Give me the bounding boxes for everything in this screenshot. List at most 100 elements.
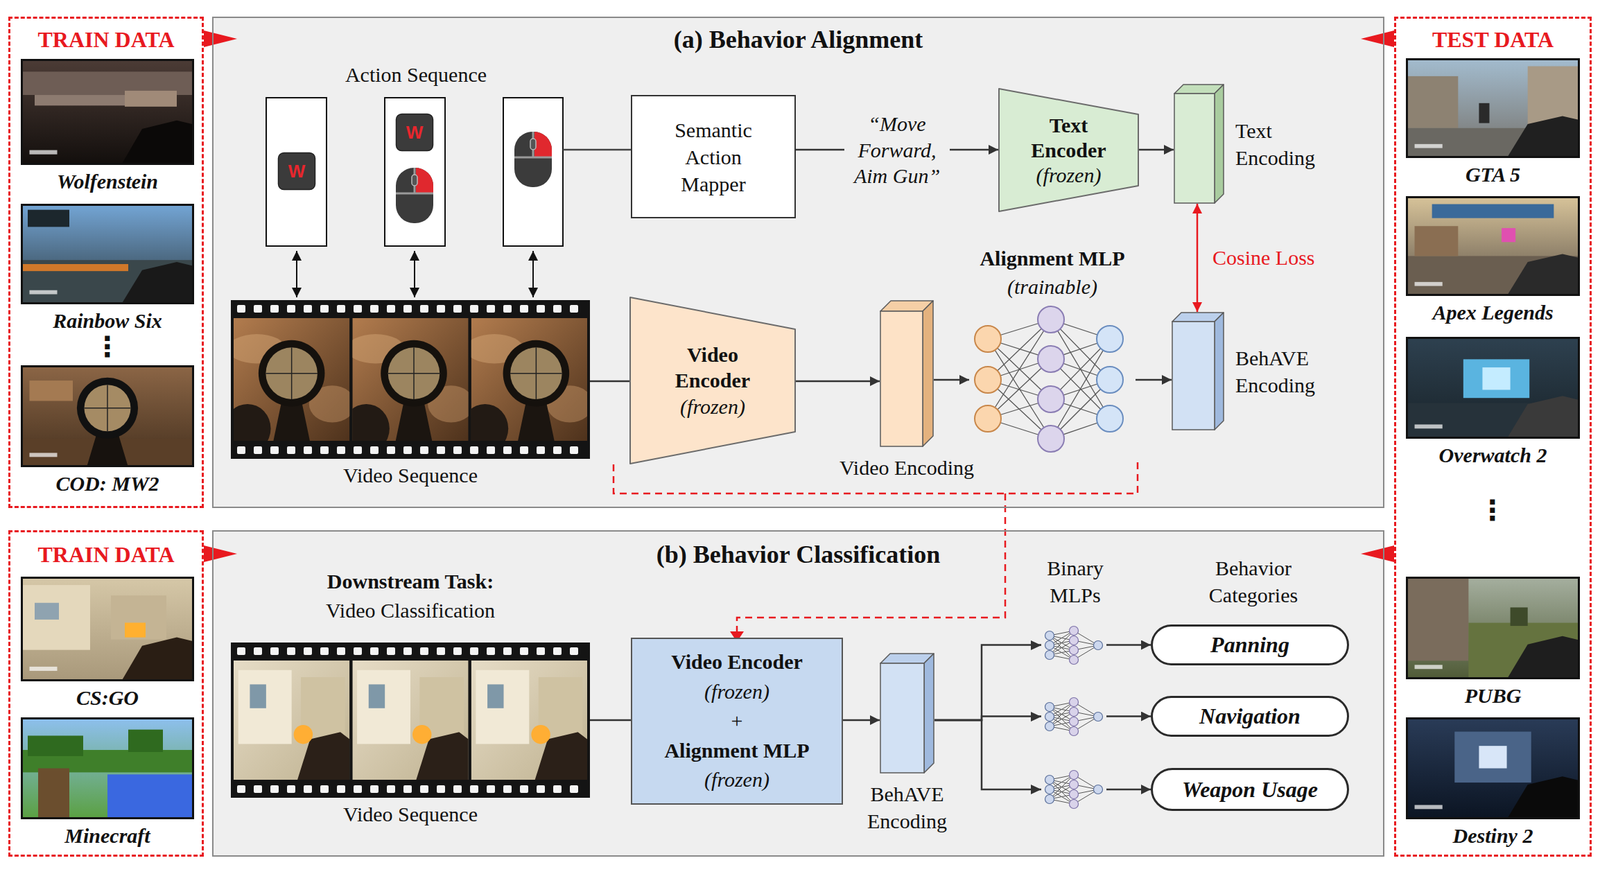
mlp-neuron: [1037, 425, 1065, 452]
cuboid-shape: [1173, 83, 1225, 204]
category-pill: Panning: [1150, 624, 1350, 666]
sprocket-hole: [386, 785, 396, 794]
mlp-ground: [1041, 766, 1107, 814]
hud-bar: [29, 150, 58, 155]
sprocket-hole: [519, 446, 529, 455]
group-title: TEST DATA: [1396, 25, 1590, 55]
scene-ground: [1405, 58, 1580, 159]
thumb-shape: [1405, 196, 1580, 297]
cuboid-shape: [879, 653, 935, 774]
frame-link-arrow: [413, 250, 416, 298]
text-encoder: Text Encoder(frozen): [998, 88, 1139, 213]
sprocket-hole: [553, 305, 562, 313]
scope-lens: [388, 347, 441, 400]
scene-block: [1454, 732, 1531, 784]
sprocket-hole: [536, 305, 545, 313]
box-label: (frozen): [704, 765, 770, 796]
mlp-input-arrowhead: [1030, 640, 1042, 651]
sprocket-hole: [303, 785, 312, 794]
sprocket-hole: [436, 305, 446, 313]
sprocket-hole: [320, 647, 329, 656]
embedding-block: BehAVE Encoding: [879, 653, 935, 774]
video-filmstrip: Video Sequence: [230, 300, 590, 459]
test-data-group: TEST DATAGTA 5Apex LegendsOverwatch 2PUB…: [1394, 16, 1592, 857]
scene-block: [38, 768, 70, 821]
thumb-shape: [20, 203, 195, 305]
scene-block: [20, 585, 91, 651]
game-caption: Apex Legends: [1432, 298, 1553, 326]
scene-block: [27, 735, 84, 756]
connector-arrow: [589, 719, 631, 722]
scene-block: [1468, 623, 1580, 680]
scope-crosshair: [510, 347, 563, 400]
hud-bar: [29, 666, 58, 672]
data-flow-triangle: [203, 545, 238, 563]
sprocket-hole: [253, 446, 263, 455]
scene-block: [27, 210, 70, 228]
mlp-input-arrowhead: [1030, 711, 1042, 722]
sprocket-hole: [287, 305, 296, 313]
cuboid-front: [1172, 321, 1215, 430]
connector-arrow: [795, 380, 880, 383]
action-frame-box: [384, 97, 446, 247]
sprocket-hole: [503, 785, 512, 794]
sprocket-hole: [553, 647, 562, 656]
scene-block: [29, 380, 74, 401]
mouse-icon: [395, 166, 436, 224]
hud-bar: [1414, 424, 1443, 429]
sprocket-hole: [420, 446, 429, 455]
sprocket-hole: [569, 305, 579, 313]
hud-bar: [1414, 664, 1443, 669]
action-frame-box: [266, 97, 327, 247]
sprocket-hole: [287, 446, 296, 455]
sprocket-hole: [336, 785, 346, 794]
sprocket-hole: [336, 446, 346, 455]
sprocket-hole: [320, 305, 329, 313]
sprocket-hole: [370, 785, 379, 794]
sprocket-hole: [336, 647, 346, 656]
sprocket-hole: [370, 647, 379, 656]
embedding-label: BehAVE Encoding: [1235, 344, 1340, 399]
thumbnail-frame: [1407, 338, 1580, 439]
category-label: Navigation: [1199, 702, 1301, 730]
scene-block: [107, 774, 195, 820]
mlp-input-arrowhead: [1030, 784, 1042, 795]
sprocket-hole: [470, 446, 479, 455]
thumbnail-frame: [22, 578, 194, 681]
sprocket-hole: [320, 446, 329, 455]
scene-block: [128, 729, 163, 753]
frame-ground: [233, 660, 350, 780]
task-heading: Downstream Task:: [327, 567, 494, 595]
sprocket-hole: [386, 305, 396, 313]
box-label: Semantic Action Mapper: [656, 116, 771, 198]
mlp-neuron: [1037, 306, 1065, 333]
sprocket-hole: [569, 647, 579, 656]
group-title: TRAIN DATA: [10, 25, 202, 55]
train-data-group: TRAIN DATAWolfensteinRainbow SixCOD: MW2: [8, 16, 204, 509]
scope-lens: [510, 347, 563, 400]
video-filmstrip: Video Sequence: [230, 642, 590, 798]
connector-arrow: [1138, 149, 1174, 152]
sprocket-hole: [486, 647, 495, 656]
mlp-neuron: [1096, 405, 1124, 432]
game-thumbnail: Wolfenstein: [20, 58, 195, 165]
sprocket-hole: [569, 785, 579, 794]
game-caption: Minecraft: [64, 822, 150, 850]
scene-block: [1501, 228, 1516, 242]
connector-arrow: [933, 379, 970, 382]
mlp-neuron: [1037, 345, 1065, 373]
group-title: TRAIN DATA: [10, 540, 202, 570]
scene-ground: [1405, 576, 1580, 680]
thumb-shape: [20, 58, 195, 165]
weapon-silhouette: [121, 637, 195, 682]
weapon-silhouette: [121, 120, 195, 165]
scope-ring: [258, 340, 326, 407]
muzzle-flash: [412, 725, 432, 745]
scene-ground: [20, 365, 195, 468]
video-frame: [233, 318, 350, 441]
mlp-label: Alignment MLP: [979, 244, 1125, 273]
action-frame-box: [503, 97, 563, 247]
film-shape: [230, 642, 590, 798]
connector-arrow: [589, 380, 630, 383]
sprocket-hole: [303, 446, 312, 455]
